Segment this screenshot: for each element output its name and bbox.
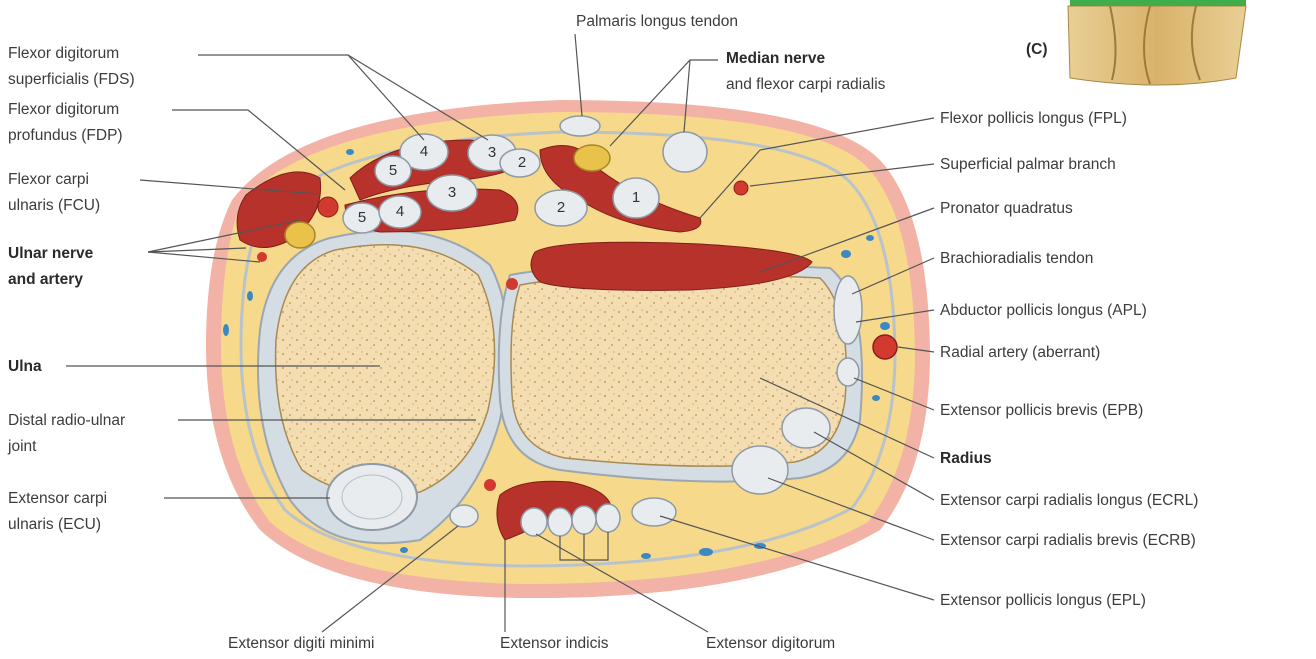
fds-tendon-2: 2 (518, 154, 526, 171)
label-radius: Radius (940, 450, 992, 467)
fds-tendon-5: 5 (389, 162, 397, 179)
label-pronator-quadratus: Pronator quadratus (940, 200, 1073, 217)
label-ulnar-line2: and artery (8, 271, 83, 288)
cross-section: 4 3 2 5 5 4 3 2 1 (206, 100, 930, 598)
fdp-tendon-5: 5 (358, 209, 366, 226)
label-extensor-indicis: Extensor indicis (500, 635, 609, 652)
median-nerve (574, 145, 610, 171)
label-ulna: Ulna (8, 358, 42, 375)
label-fds-line1: Flexor digitorum (8, 45, 119, 62)
artery-dot (484, 479, 496, 491)
radial-artery (873, 335, 897, 359)
label-brachioradialis: Brachioradialis tendon (940, 250, 1093, 267)
label-ecrl: Extensor carpi radialis longus (ECRL) (940, 492, 1198, 509)
fpl-tendon-1: 1 (632, 189, 640, 206)
label-fpl: Flexor pollicis longus (FPL) (940, 110, 1127, 127)
label-ecrb: Extensor carpi radialis brevis (ECRB) (940, 532, 1196, 549)
label-epb: Extensor pollicis brevis (EPB) (940, 402, 1143, 419)
ecu-tendon (327, 464, 417, 530)
ulnar-artery (318, 197, 338, 217)
label-edm: Extensor digiti minimi (228, 635, 374, 652)
label-epl: Extensor pollicis longus (EPL) (940, 592, 1146, 609)
label-median-line1: Median nerve (726, 50, 825, 67)
label-apl: Abductor pollicis longus (APL) (940, 302, 1147, 319)
label-median-line2: and flexor carpi radialis (726, 76, 886, 93)
label-fdp-line1: Flexor digitorum (8, 101, 119, 118)
label-superficial-palmar: Superficial palmar branch (940, 156, 1116, 173)
label-extensor-digitorum: Extensor digitorum (706, 635, 835, 652)
fdp-tendon-4: 4 (396, 203, 404, 220)
panel-letter: (C) (1026, 41, 1048, 58)
inset-thumbnail (1068, 0, 1246, 85)
label-druj-line2: joint (7, 438, 37, 455)
label-fdp-line2: profundus (FDP) (8, 127, 123, 144)
inset-green-bar (1070, 0, 1246, 6)
ulna-bone (276, 245, 495, 496)
fds-tendon-3: 3 (488, 144, 496, 161)
label-ulnar-line1: Ulnar nerve (8, 245, 94, 262)
label-ecu-line1: Extensor carpi (8, 490, 107, 507)
superficial-palmar-branch (734, 181, 748, 195)
fdp-tendon-3: 3 (448, 184, 456, 201)
fdp-tendon-2: 2 (557, 199, 565, 216)
label-fcu-line2: ulnaris (FCU) (8, 197, 100, 214)
label-palmaris-longus: Palmaris longus tendon (576, 13, 738, 30)
ulnar-nerve (285, 222, 315, 248)
label-ecu-line2: ulnaris (ECU) (8, 516, 101, 533)
label-fcu-line1: Flexor carpi (8, 171, 89, 188)
artery-dot (506, 278, 518, 290)
label-fds-line2: superficialis (FDS) (8, 71, 135, 88)
label-druj-line1: Distal radio-ulnar (8, 412, 125, 429)
fds-tendon-4: 4 (420, 143, 428, 160)
label-radial-artery: Radial artery (aberrant) (940, 344, 1100, 361)
